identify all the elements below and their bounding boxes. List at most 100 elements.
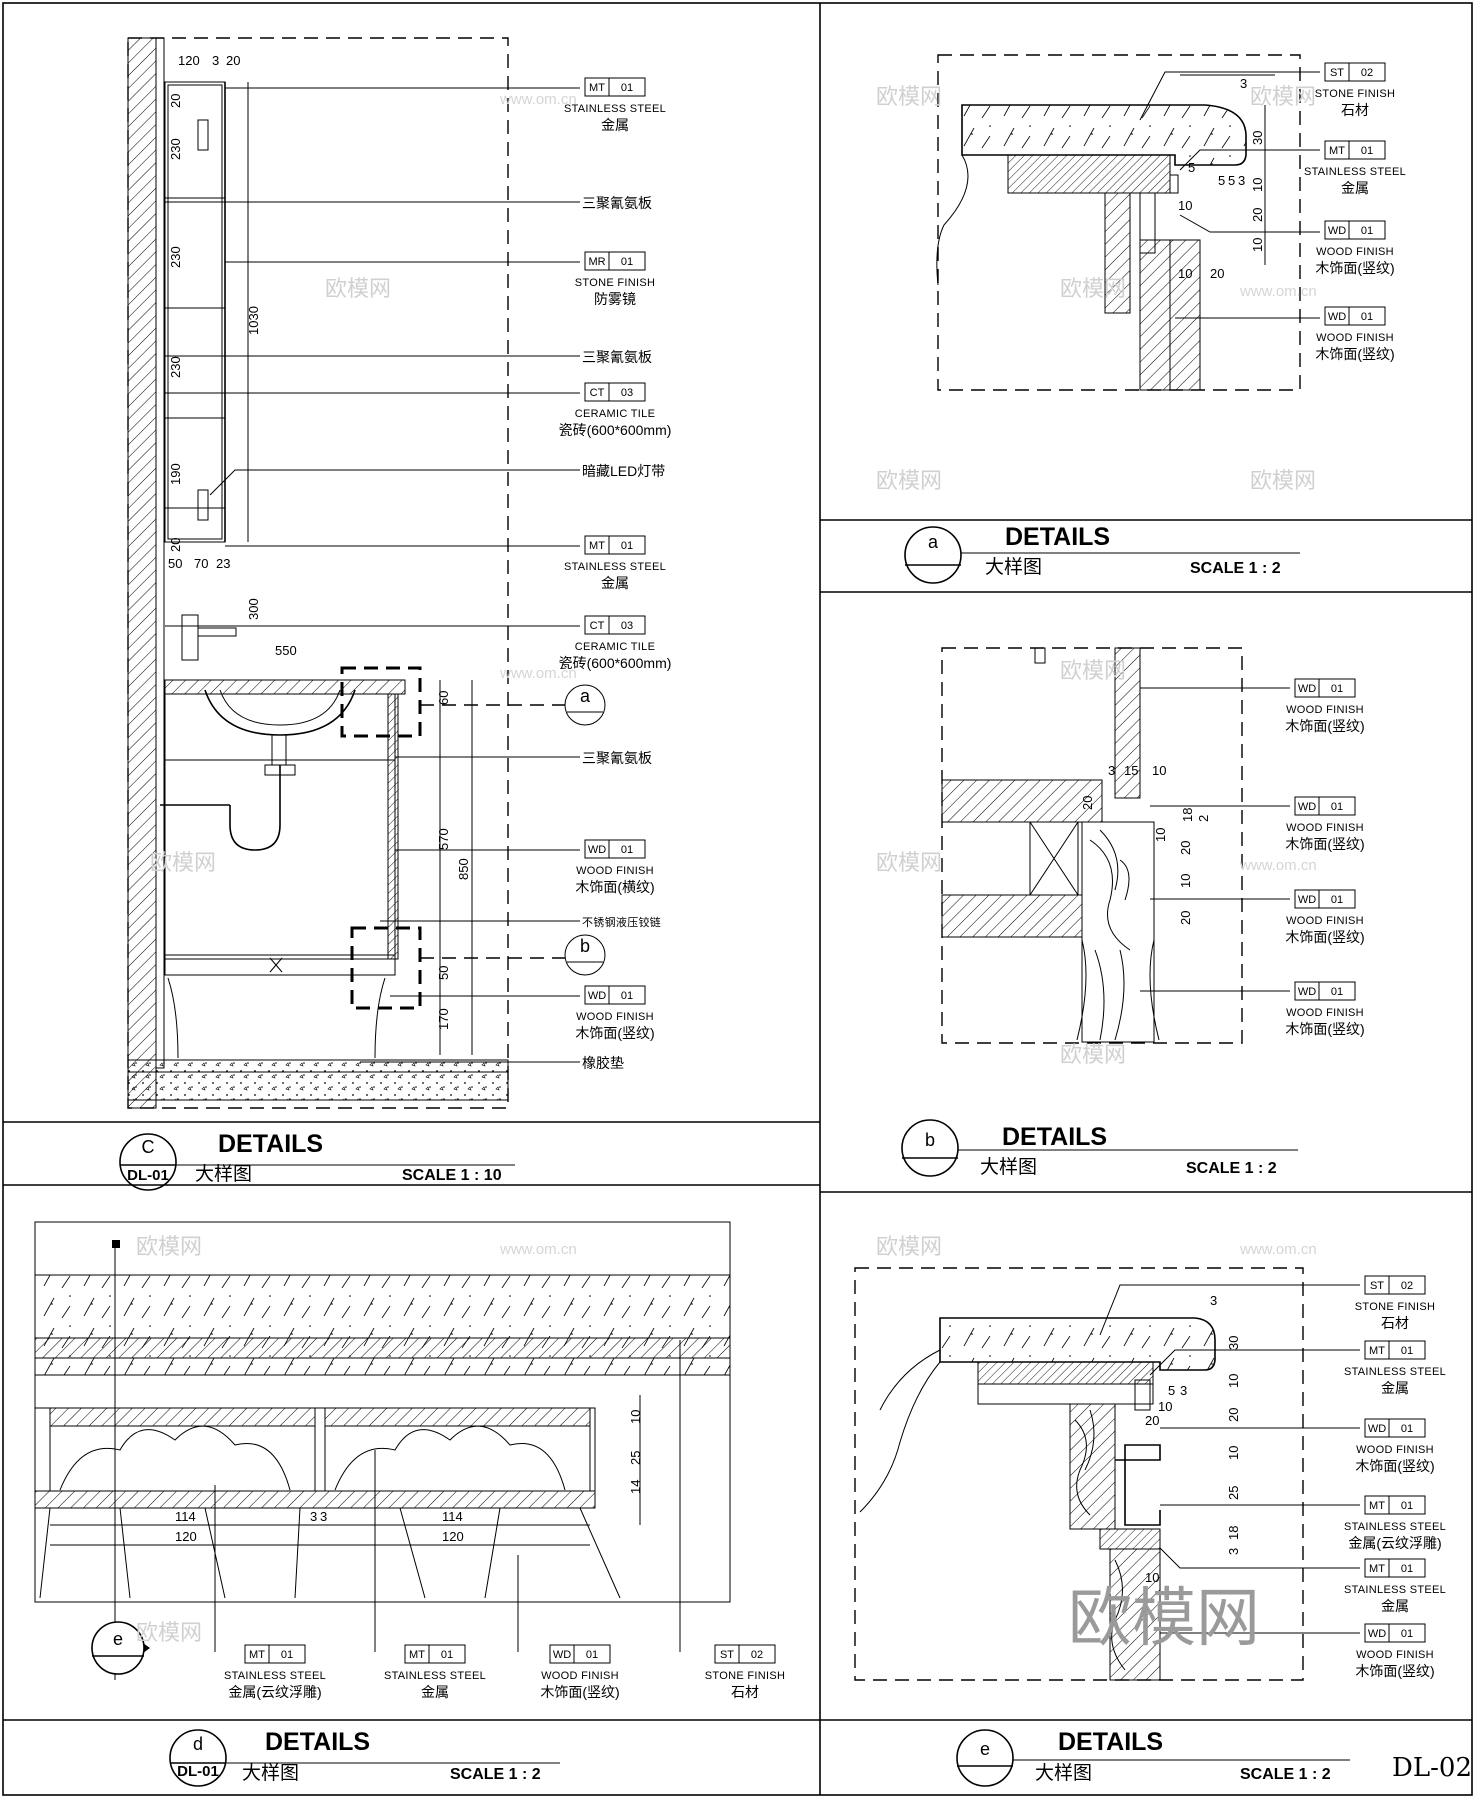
panel-a-countertop-detail bbox=[936, 54, 1301, 391]
watermark-text: 欧模网 bbox=[876, 468, 942, 493]
callout-cn: 石材 bbox=[1341, 102, 1369, 118]
callout-code: WD bbox=[1368, 1628, 1386, 1640]
callout-num: 01 bbox=[1331, 894, 1343, 906]
callout-a-stainless: MT 01 STAINLESS STEEL 金属 bbox=[1304, 140, 1406, 196]
callout-code: MT bbox=[1369, 1500, 1385, 1512]
dim: 10 bbox=[1226, 1374, 1241, 1388]
dim: 550 bbox=[275, 643, 297, 658]
watermark-text: 欧模网 bbox=[325, 276, 391, 301]
callout-d-wood: WD 01 WOOD FINISH 木饰面(竖纹) bbox=[540, 1644, 620, 1700]
dim: 10 bbox=[1178, 874, 1193, 888]
panel-d-front-detail bbox=[34, 1221, 731, 1680]
watermark-text: 欧模网 bbox=[1250, 468, 1316, 493]
callout-en: STONE FINISH bbox=[1315, 88, 1395, 100]
callout-en: STONE FINISH bbox=[575, 277, 655, 289]
callout-cn: 金属 bbox=[421, 1684, 449, 1700]
callout-num: 01 bbox=[621, 82, 633, 94]
callout-num: 01 bbox=[1331, 986, 1343, 998]
title-d-subtitle: 大样图 bbox=[242, 1762, 299, 1784]
callout-c-note-3: 暗藏LED灯带 bbox=[582, 463, 665, 479]
callout-code: MT bbox=[1329, 145, 1345, 157]
marker-e-label: e bbox=[113, 1629, 123, 1649]
callout-num: 01 bbox=[621, 844, 633, 856]
title-b-subtitle: 大样图 bbox=[980, 1156, 1037, 1178]
callout-cn: 木饰面(竖纹) bbox=[1315, 260, 1394, 276]
dim: 25 bbox=[1226, 1486, 1241, 1500]
callout-en: STAINLESS STEEL bbox=[564, 103, 666, 115]
dim: 14 bbox=[628, 1480, 643, 1494]
callout-code: WD bbox=[1328, 225, 1346, 237]
dim: 10 bbox=[1178, 266, 1192, 281]
watermark-text: 欧模网 bbox=[876, 1234, 942, 1259]
dim: 230 bbox=[168, 246, 183, 268]
callout-code: WD bbox=[1298, 801, 1316, 813]
panel-b-dimensions: 3 15 10 20 18 2 10 20 10 20 bbox=[1080, 763, 1211, 925]
watermark-text: 欧模网 bbox=[136, 1234, 202, 1259]
dim: 10 bbox=[1250, 238, 1265, 252]
callout-en: STAINLESS STEEL bbox=[384, 1670, 486, 1682]
title-d-ref: DL-01 bbox=[177, 1763, 219, 1780]
title-block-c bbox=[119, 1133, 515, 1191]
callout-cn: 金属 bbox=[1341, 180, 1369, 196]
callout-d-relief: MT 01 STAINLESS STEEL 金属(云纹浮雕) bbox=[224, 1644, 326, 1700]
callout-en: WOOD FINISH bbox=[1356, 1444, 1434, 1456]
callout-en: WOOD FINISH bbox=[1316, 246, 1394, 258]
title-c-scale: SCALE 1 : 10 bbox=[402, 1167, 502, 1184]
callout-cn: 石材 bbox=[1381, 1315, 1409, 1331]
callout-num: 01 bbox=[1401, 1628, 1413, 1640]
callout-num: 02 bbox=[1401, 1280, 1413, 1292]
callout-cn: 木饰面(横纹) bbox=[575, 879, 654, 895]
dim: 23 bbox=[216, 556, 230, 571]
callout-code: WD bbox=[553, 1649, 571, 1661]
callout-num: 01 bbox=[621, 540, 633, 552]
callout-en: STAINLESS STEEL bbox=[1344, 1366, 1446, 1378]
title-c-ref: DL-01 bbox=[127, 1167, 169, 1184]
dim: 5 bbox=[1188, 160, 1195, 175]
callout-code: WD bbox=[1298, 986, 1316, 998]
title-e-subtitle: 大样图 bbox=[1035, 1762, 1092, 1784]
title-block-e bbox=[956, 1729, 1350, 1787]
dim: 120 bbox=[175, 1529, 197, 1544]
watermark-text: 欧模网 bbox=[1250, 84, 1316, 109]
callout-cn: 金属 bbox=[1381, 1380, 1409, 1396]
dim: 230 bbox=[168, 356, 183, 378]
dim: 70 bbox=[194, 556, 208, 571]
callout-e-wood-1: WD 01 WOOD FINISH 木饰面(竖纹) bbox=[1355, 1418, 1435, 1474]
panel-b-leaders bbox=[1140, 687, 1290, 992]
callout-d-stone: ST 02 STONE FINISH 石材 bbox=[705, 1644, 785, 1700]
dim: 50 bbox=[168, 556, 182, 571]
callout-cn: 木饰面(竖纹) bbox=[1285, 1021, 1364, 1037]
callout-en: STAINLESS STEEL bbox=[1344, 1521, 1446, 1533]
dim: 10 bbox=[1178, 198, 1192, 213]
title-c-subtitle: 大样图 bbox=[195, 1163, 252, 1185]
callout-cn: 金属(云纹浮雕) bbox=[1348, 1535, 1441, 1551]
callout-en: CERAMIC TILE bbox=[575, 408, 655, 420]
callout-code: MT bbox=[249, 1649, 265, 1661]
callout-code: WD bbox=[1368, 1423, 1386, 1435]
watermark-url: www.om.cn bbox=[1239, 283, 1317, 300]
callout-code: ST bbox=[1370, 1280, 1384, 1292]
watermark-text: 欧模网 bbox=[876, 84, 942, 109]
callout-cn: 金属 bbox=[1381, 1598, 1409, 1614]
dim: 1030 bbox=[246, 306, 261, 335]
dim: 50 bbox=[436, 966, 451, 980]
callout-cn: 木饰面(竖纹) bbox=[1285, 718, 1364, 734]
callout-cn: 木饰面(竖纹) bbox=[1285, 836, 1364, 852]
dim: 5 bbox=[1168, 1383, 1175, 1398]
callout-en: WOOD FINISH bbox=[1286, 1007, 1364, 1019]
callout-num: 01 bbox=[586, 1649, 598, 1661]
dim: 190 bbox=[168, 463, 183, 485]
callout-en: STONE FINISH bbox=[705, 1670, 785, 1682]
watermark-url: www.om.cn bbox=[499, 665, 577, 682]
callout-cn: 金属 bbox=[601, 117, 629, 133]
dim: 10 bbox=[1226, 1446, 1241, 1460]
watermark-text: 欧模网 bbox=[876, 850, 942, 875]
panel-c-vanity-section bbox=[127, 37, 606, 1109]
watermarks: 欧模网 欧模网 欧模网 欧模网 欧模网 欧模网 欧模网 欧模网 欧模网 欧模网 … bbox=[136, 84, 1317, 1654]
callout-cn: 金属 bbox=[601, 575, 629, 591]
callout-c-wood-v: WD 01 WOOD FINISH 木饰面(竖纹) bbox=[575, 985, 655, 1041]
callout-b-wood-2: WD 01 WOOD FINISH 木饰面(竖纹) bbox=[1285, 796, 1365, 852]
callout-code: WD bbox=[588, 990, 606, 1002]
dim: 3 bbox=[1210, 1293, 1217, 1308]
callout-cn: 瓷砖(600*600mm) bbox=[559, 655, 672, 671]
